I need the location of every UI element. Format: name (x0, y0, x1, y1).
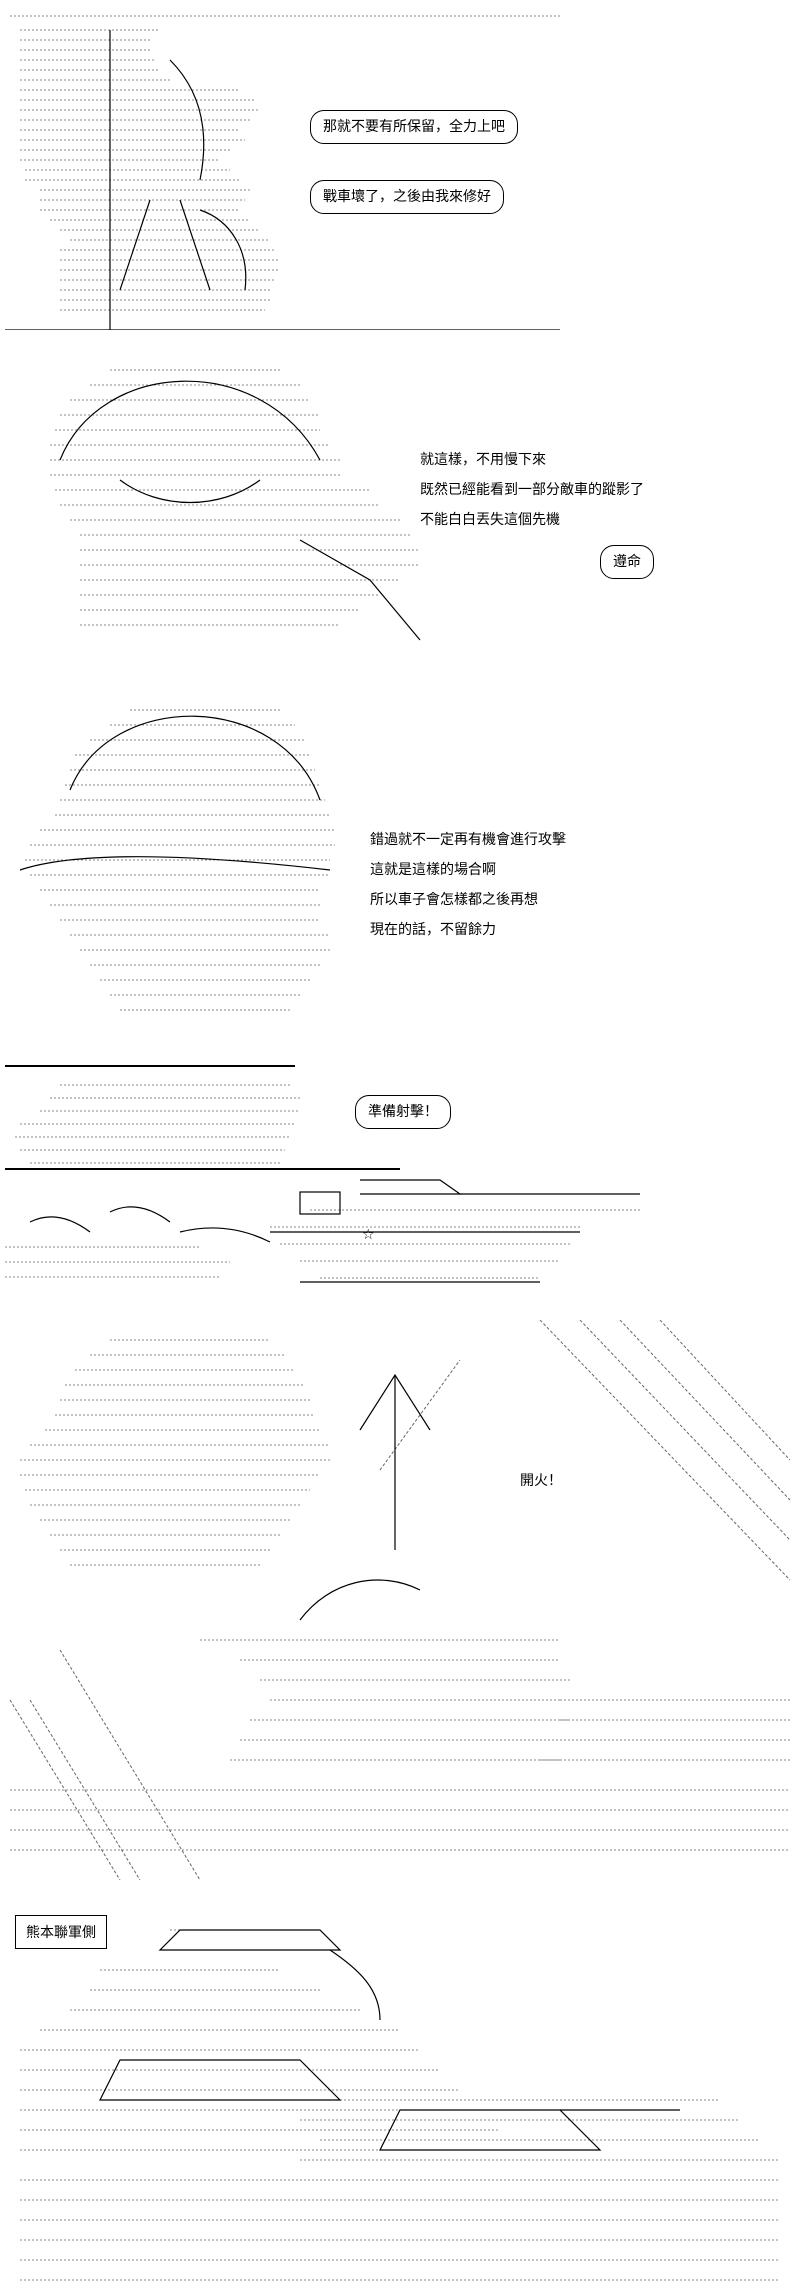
panel-5: ☆ (0, 1172, 800, 1302)
reply-text: 遵命 (613, 554, 641, 570)
panel-6: 開火！ (0, 1320, 800, 1880)
ascii-art-tank-firing: ☆ (5, 1179, 640, 1283)
ascii-art-girl-with-hat (50, 369, 421, 641)
ascii-art-girl-closeup (19, 709, 335, 1011)
speech-bubble-2: 戰車壞了，之後由我來修好 (310, 180, 504, 214)
narration-line: 現在的話，不留餘力 (370, 922, 496, 938)
panel-7: 熊本聯軍側 (0, 1910, 800, 2290)
location-caption-box: 熊本聯軍側 (15, 1915, 107, 1949)
narration-line: 就這樣，不用慢下來 (420, 452, 546, 468)
speech-bubble-1: 那就不要有所保留，全力上吧 (310, 110, 518, 144)
narration-block-3: 錯過就不一定再有機會進行攻擊 這就是這樣的場合啊 所以車子會怎樣都之後再想 現在… (370, 825, 566, 945)
reply-bubble: 遵命 (600, 545, 654, 579)
ascii-art-girl-standing (5, 15, 560, 330)
burst-text: 開火！ (520, 1473, 562, 1489)
panel-4: 準備射擊！ (0, 1070, 800, 1170)
speech-text-fire-ready: 準備射擊！ (368, 1104, 438, 1120)
narration-line: 所以車子會怎樣都之後再想 (370, 892, 538, 908)
panel-2: 就這樣，不用慢下來 既然已經能看到一部分敵車的蹤影了 不能白白丟失這個先機 遵命 (0, 340, 800, 670)
exclamation-burst-open-fire: 開火！ (520, 1470, 562, 1490)
panel-3: 錯過就不一定再有機會進行攻擊 這就是這樣的場合啊 所以車子會怎樣都之後再想 現在… (0, 690, 800, 1060)
ascii-art-allied-tanks (20, 1929, 780, 2281)
ascii-art-battle-scene (9, 1320, 791, 1880)
narration-line: 既然已經能看到一部分敵車的蹤影了 (420, 482, 644, 498)
narration-line: 這就是這樣的場合啊 (370, 862, 496, 878)
location-caption: 熊本聯軍側 (26, 1925, 96, 1941)
speech-text-2: 戰車壞了，之後由我來修好 (323, 189, 491, 205)
panel-divider (5, 1168, 400, 1170)
panel-divider (5, 1065, 295, 1067)
panel-1: 那就不要有所保留，全力上吧 戰車壞了，之後由我來修好 (0, 0, 800, 330)
speech-bubble-fire-ready: 準備射擊！ (355, 1095, 451, 1129)
narration-line: 錯過就不一定再有機會進行攻擊 (370, 832, 566, 848)
svg-text:☆: ☆ (362, 1227, 375, 1243)
narration-block-2: 就這樣，不用慢下來 既然已經能看到一部分敵車的蹤影了 不能白白丟失這個先機 (420, 445, 644, 535)
narration-line: 不能白白丟失這個先機 (420, 512, 560, 528)
ascii-art-girl-aiming (15, 1084, 300, 1164)
speech-text-1: 那就不要有所保留，全力上吧 (323, 119, 505, 135)
